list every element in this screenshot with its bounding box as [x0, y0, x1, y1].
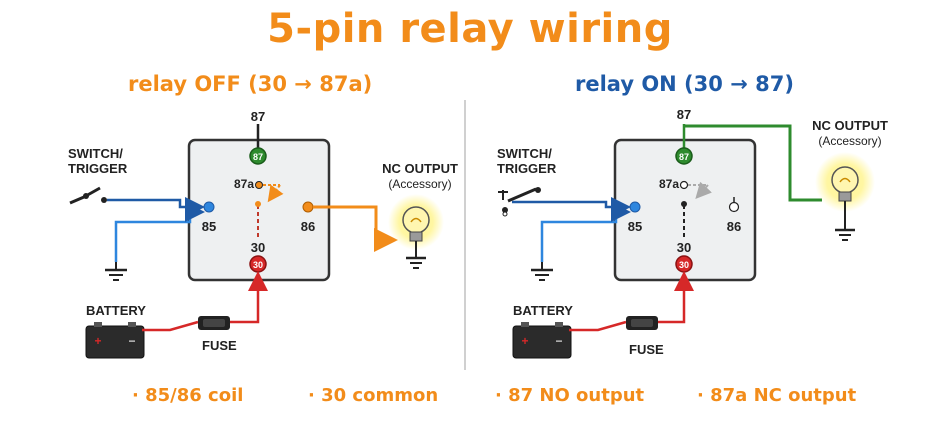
svg-text:30: 30: [679, 260, 689, 270]
pin-87a-label: 87a: [234, 177, 254, 191]
battery-label: BATTERY: [513, 303, 573, 318]
ground-icon: [105, 262, 127, 281]
ground-icon: [531, 262, 553, 281]
battery-icon: + −: [512, 322, 572, 359]
svg-text:+: +: [521, 334, 528, 348]
fuse-label: FUSE: [629, 342, 664, 357]
svg-text:+: +: [94, 334, 101, 348]
pin-86-terminal: [302, 201, 314, 213]
relay-off-heading: relay OFF (30 → 87a): [128, 72, 373, 96]
svg-text:−: −: [128, 334, 135, 348]
switch-label: SWITCH/: [68, 146, 123, 161]
lamp-icon: [831, 166, 859, 241]
switch-label: SWITCH/: [497, 146, 552, 161]
pin-30-label: 30: [677, 240, 691, 255]
legend-nc-output: · 87a NC output: [697, 385, 857, 406]
pin-85-label: 85: [202, 219, 216, 234]
pin-86-terminal: [728, 201, 740, 213]
common-wire: [658, 271, 694, 324]
pin-87-label: 87: [677, 107, 691, 122]
svg-text:87: 87: [253, 152, 263, 162]
battery-label: BATTERY: [86, 303, 146, 318]
legend-common: · 30 common: [308, 385, 439, 406]
legend-no-output: · 87 NO output: [495, 385, 645, 406]
pin-87a-terminal: [679, 180, 689, 190]
nc-output-label: NC OUTPUT: [812, 118, 888, 133]
accessory-label: (Accessory): [818, 134, 881, 148]
battery-wire: [569, 320, 627, 332]
pin-87a-label: 87a: [659, 177, 679, 191]
page-title: 5-pin relay wiring: [267, 6, 673, 52]
coil-wire-85: [107, 197, 205, 217]
no-output-wire: [684, 124, 822, 202]
pin-87-terminal: [249, 147, 267, 165]
left-panel: 87 87 87a 85 86 30 30 SWITCH/ TRIGGER: [68, 109, 458, 359]
pin-85-terminal: [629, 201, 641, 213]
fuse-icon: [198, 316, 230, 330]
coil-wire-85: [512, 197, 631, 217]
switch-icon: [498, 187, 541, 217]
battery-icon: + −: [85, 322, 145, 359]
trigger-label: TRIGGER: [497, 161, 557, 176]
panel-divider: [464, 100, 466, 370]
trigger-label: TRIGGER: [68, 161, 128, 176]
nc-output-label: NC OUTPUT: [382, 161, 458, 176]
svg-text:−: −: [555, 334, 562, 348]
switch-icon: [69, 186, 107, 205]
accessory-label: (Accessory): [388, 177, 451, 191]
coil-ground-wire: [540, 202, 631, 262]
svg-text:30: 30: [253, 260, 263, 270]
pin-87-terminal: [675, 147, 693, 165]
nc-output-wire: [313, 205, 398, 252]
pin-87a-terminal: [255, 181, 263, 189]
fuse-label: FUSE: [202, 338, 237, 353]
coil-ground-wire: [114, 202, 205, 262]
fuse-icon: [626, 316, 658, 330]
legend-coil: · 85/86 coil: [132, 385, 244, 406]
battery-wire: [142, 320, 199, 332]
pin-86-label: 86: [301, 219, 315, 234]
svg-text:87: 87: [679, 152, 689, 162]
pin-85-terminal: [203, 201, 215, 213]
pin-85-label: 85: [628, 219, 642, 234]
relay-on-heading: relay ON (30 → 87): [575, 72, 794, 96]
right-panel: 87 87 87a 85 86 30 30 SWITCH/ TRIGGER: [497, 107, 888, 359]
pin-30-label: 30: [251, 240, 265, 255]
pin-87-label: 87: [251, 109, 265, 124]
lamp-icon: [402, 206, 430, 269]
pin-86-label: 86: [727, 219, 741, 234]
common-wire: [230, 271, 268, 324]
